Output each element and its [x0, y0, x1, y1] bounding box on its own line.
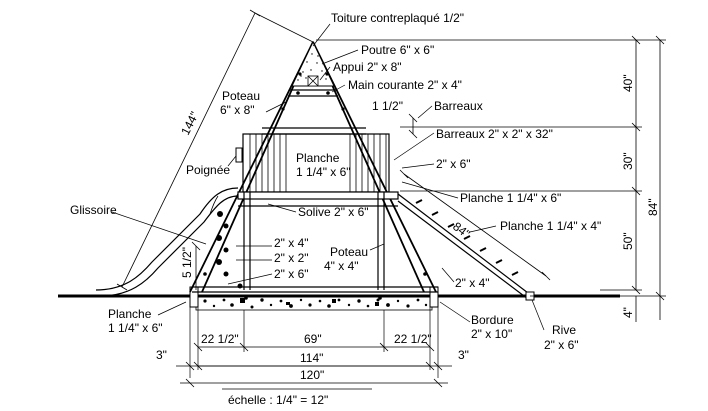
label-poteau-top-1: Poteau	[222, 89, 260, 103]
dimension-labels: 144" 84" 40" 30" 84" 50" 4" 5 1/2" 22 1/…	[156, 74, 660, 382]
label-poignee: Poignée	[186, 163, 230, 177]
slide	[95, 187, 239, 297]
bordure-right	[429, 286, 439, 308]
label-barreaux-2: Barreaux 2" x 2" x 32"	[436, 127, 553, 141]
dim-3-left: 3"	[156, 348, 167, 362]
label-poutre: Poutre 6" x 6"	[361, 43, 434, 57]
label-two-by-four-a: 2" x 4"	[274, 236, 309, 250]
label-planche-bottom-2: 1 1/4" x 6"	[108, 321, 163, 335]
roof	[291, 40, 335, 87]
label-planche-ramp: Planche 1 1/4" x 6"	[460, 191, 561, 205]
label-two-by-six-right: 2" x 6"	[436, 157, 471, 171]
dim-50: 50"	[621, 232, 635, 250]
leader-lines	[111, 23, 545, 331]
bottom-frame	[192, 286, 438, 293]
dim-22-half-right: 22 1/2"	[394, 332, 432, 346]
label-main-courante: Main courante 2" x 4"	[348, 78, 462, 92]
label-barreaux-1-word: Barreaux	[434, 99, 483, 113]
balusters	[242, 133, 390, 193]
label-poteau-mid-1: Poteau	[330, 245, 368, 259]
label-rive-2: 2" x 6"	[544, 338, 579, 352]
inner-posts	[243, 192, 385, 290]
label-glissoire: Glissoire	[70, 203, 117, 217]
dim-69: 69"	[304, 332, 322, 346]
dim-22-half-left: 22 1/2"	[201, 332, 239, 346]
dim-5-half: 5 1/2"	[180, 247, 194, 278]
label-two-by-six-b: 2" x 6"	[274, 267, 309, 281]
gravel-bed	[195, 295, 433, 311]
handle	[235, 147, 243, 163]
dim-30: 30"	[621, 152, 635, 170]
label-planche-center-1: Planche	[296, 151, 340, 165]
dim-144: 144"	[178, 109, 201, 137]
label-bordure-2: 2" x 10"	[471, 327, 512, 341]
dim-120: 120"	[300, 368, 324, 382]
label-rive-1: Rive	[552, 323, 576, 337]
dim-4: 4"	[621, 307, 635, 318]
dim-3-right: 3"	[458, 348, 469, 362]
labels: Toiture contreplaqué 1/2" Poutre 6" x 6"…	[70, 11, 601, 407]
label-two-by-two: 2" x 2"	[274, 251, 309, 265]
bolts	[203, 272, 427, 300]
label-two-by-four-ramp: 2" x 4"	[455, 276, 490, 290]
label-barreaux-1: 1 1/2"	[372, 99, 403, 113]
label-poteau-mid-2: 4" x 4"	[324, 259, 359, 273]
label-appui: Appui 2" x 8"	[333, 60, 402, 74]
label-bordure-1: Bordure	[471, 313, 514, 327]
dim-84: 84"	[646, 198, 660, 216]
label-planche-right: Planche 1 1/4" x 4"	[500, 219, 601, 233]
dim-114: 114"	[300, 351, 323, 365]
dimension-lines	[116, 9, 666, 390]
deck	[237, 191, 399, 207]
label-solive: Solive 2" x 6"	[298, 205, 369, 219]
label-poteau-top-2: 6" x 8"	[220, 103, 255, 117]
dim-84-ramp: 84"	[450, 219, 472, 241]
label-echelle: échelle : 1/4" = 12"	[228, 393, 328, 407]
label-planche-center-2: 1 1/4" x 6"	[296, 165, 351, 179]
dim-40: 40"	[621, 74, 635, 92]
label-toiture: Toiture contreplaqué 1/2"	[331, 11, 464, 25]
label-planche-bottom-1: Planche	[108, 307, 152, 321]
